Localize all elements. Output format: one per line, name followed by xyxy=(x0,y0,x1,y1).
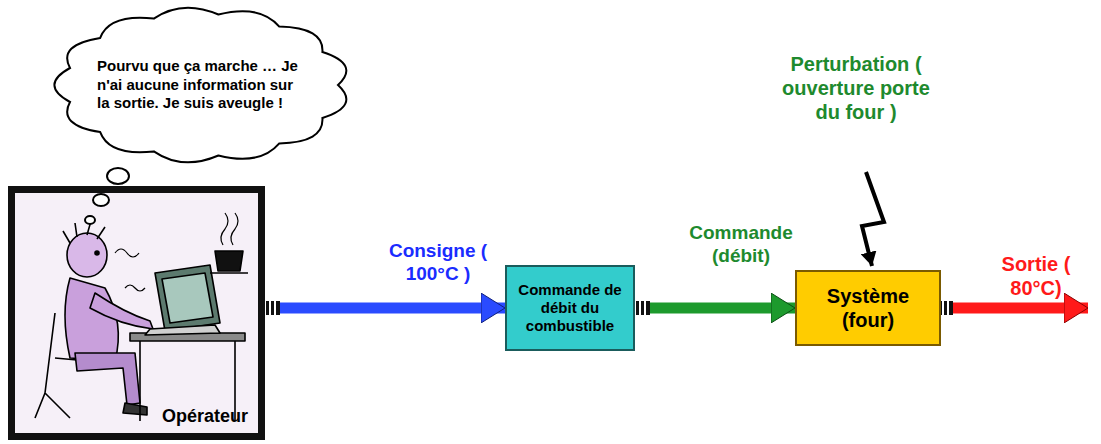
node-text: Commande de débit du combustible xyxy=(513,281,627,335)
operator-illustration xyxy=(15,193,258,433)
output-arrow xyxy=(939,301,1088,315)
signal-arrow xyxy=(266,301,505,315)
node-text: Opérateur xyxy=(162,406,248,427)
thought-cloud: Pourvu que ça marche … Je n'ai aucune in… xyxy=(52,2,352,168)
signal-label: Commande (débit) xyxy=(680,222,802,268)
disturbance-bolt xyxy=(862,172,884,266)
output-label: Sortie ( 80°C) xyxy=(986,252,1086,300)
process-box: Commande de débit du combustible xyxy=(505,265,635,351)
system-box: Système (four) xyxy=(795,270,941,346)
signal-arrow xyxy=(636,301,795,315)
signal-label: Consigne ( 100°C ) xyxy=(380,240,496,286)
thought-bubble xyxy=(93,194,109,206)
thought-bubble xyxy=(85,216,95,224)
thought-bubble xyxy=(107,168,129,184)
node-text: Pourvu que ça marche … Je n'ai aucune in… xyxy=(97,57,307,113)
disturbance-label: Perturbation ( ouverture porte du four ) xyxy=(768,52,944,124)
operator-frame: Opérateur xyxy=(8,186,265,440)
node-text: Système (four) xyxy=(803,284,933,332)
